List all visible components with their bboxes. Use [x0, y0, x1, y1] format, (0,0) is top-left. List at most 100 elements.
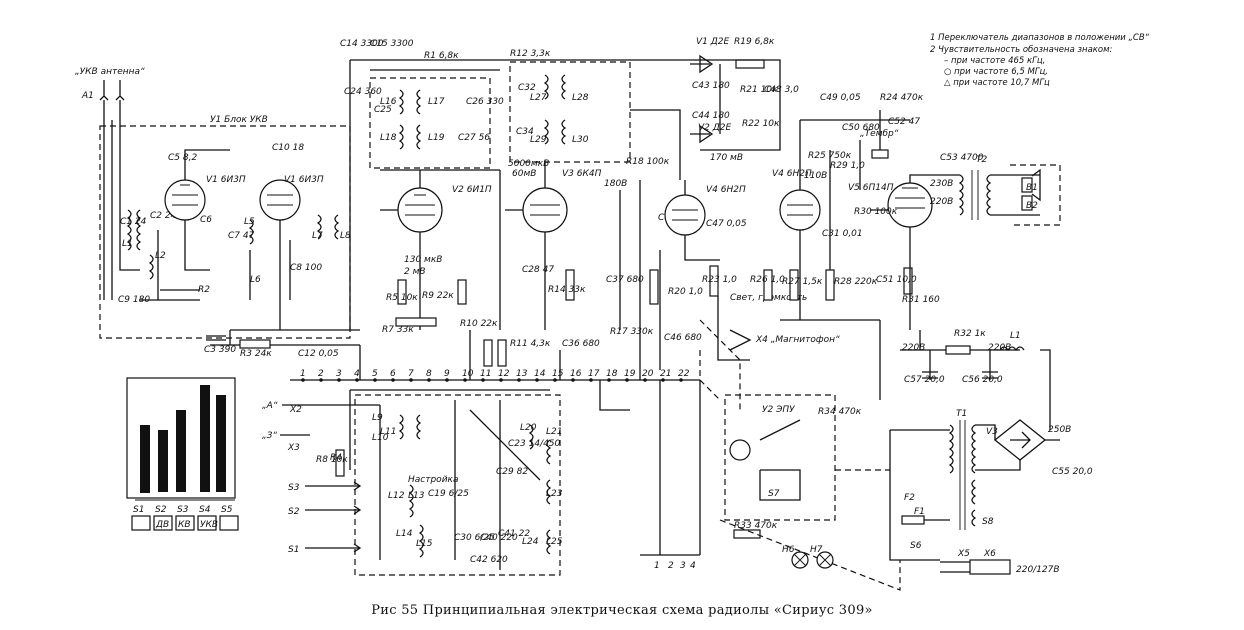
c42-label: C42 620 — [470, 555, 508, 565]
f2-label: F2 — [904, 493, 915, 503]
c14-label: C14 3300 — [340, 39, 384, 49]
l24-label: L24 — [522, 537, 539, 547]
r32-label: R32 1к — [954, 329, 986, 339]
r21-label: R21 10к — [740, 85, 778, 95]
c26-label: C26 330 — [466, 97, 504, 107]
switch-button-s4[interactable] — [197, 515, 217, 531]
l14-label: L14 — [396, 529, 413, 539]
terminal-dot-22 — [679, 378, 683, 382]
v5-label: V5 6П14П — [848, 183, 894, 193]
r11-label: R11 4,3к — [510, 339, 551, 349]
r28-label: R28 220к — [834, 277, 878, 287]
l9-label: L9 — [372, 413, 383, 423]
c8-label: C8 100 — [290, 263, 322, 273]
l21-label: L21 — [546, 427, 562, 437]
r19-label: R19 6,8к — [734, 37, 775, 47]
switch-button-s2[interactable] — [153, 515, 173, 531]
output-transformer: C53 4700 Т2 В1 В2 — [940, 153, 1061, 226]
terminal-6: 6 — [390, 369, 396, 379]
r31-label: R31 160 — [902, 295, 940, 305]
r14-label: R14 33к — [548, 285, 586, 295]
v-230a-label: 230В — [930, 179, 953, 189]
r34-label: R34 470к — [818, 407, 862, 417]
c34-label: C34 — [516, 127, 534, 137]
v-180-label: 180В — [604, 179, 627, 189]
r3-label: R3 24к — [240, 349, 272, 359]
terminal-15: 15 — [552, 369, 564, 379]
switch-label-s1: S1 — [133, 505, 144, 515]
c48-label: C48 3,0 — [764, 85, 799, 95]
s8-label: S8 — [982, 517, 994, 527]
switch-band-s2: ДВ — [155, 520, 169, 530]
l23-label: L23 — [546, 489, 563, 499]
r9-label: R9 22к — [422, 291, 454, 301]
x2-label: Х2 — [289, 405, 302, 415]
switch-button-s3[interactable] — [175, 515, 195, 531]
c51-label: C51 10,0 — [876, 275, 917, 285]
ukv-input-circuit: C1 24 L1 C2 24 L2 C9 180 — [118, 209, 200, 305]
l15-label: L15 — [416, 539, 433, 549]
terminal-dot-5 — [373, 378, 377, 382]
switch-button-s1[interactable] — [131, 515, 151, 531]
band-coils: L9 L10 L11 L12 L13 L14 L15 Настройка C19… — [354, 394, 563, 576]
v2-label: V2 6И1П — [452, 185, 492, 195]
switch-label-s3: S3 — [177, 505, 189, 515]
y2-label: У2 ЭПУ — [762, 405, 795, 415]
c3-label: C3 390 — [204, 345, 236, 355]
c44-label: C44 180 — [692, 111, 730, 121]
t2-label: Т2 — [976, 155, 987, 165]
l10-label: L10 — [372, 433, 389, 443]
figure-caption: Рис 55 Принципиальная электрическая схем… — [371, 603, 873, 618]
terminal-dot-15 — [553, 378, 557, 382]
s1-arrow-label: S1 — [288, 545, 299, 555]
f1-label: F1 — [914, 507, 925, 517]
l28-label: L28 — [572, 93, 589, 103]
terminal-10: 10 — [462, 369, 474, 379]
volume-section: R23 1,0 Свет, громкость C47 0,05 Х4 „Маг… — [699, 219, 840, 410]
c52-label: C52 47 — [888, 117, 920, 127]
a1-label: А1 — [81, 91, 94, 101]
bottom-terminal-4: 4 — [690, 561, 696, 571]
c40-label: C40 220 — [480, 533, 518, 543]
tube-v1-ukv: C5 8,2 V1 6И3П C6 C7 47 R2 — [164, 149, 255, 295]
c37-label: C37 680 — [606, 275, 644, 285]
x6-label: Х6 — [983, 549, 996, 559]
terminal-dot-7 — [409, 378, 413, 382]
terminal-16: 16 — [570, 369, 582, 379]
l12-label: L12 — [388, 491, 405, 501]
note-line-2: 2 Чувствительность обозначена знаком: — [930, 45, 1113, 55]
power-filter: R32 1к L1 220В 220В C57 20,0 C56 20,0 — [900, 329, 1051, 430]
r7-label: R7 33к — [382, 325, 414, 335]
terminal-1: 1 — [300, 369, 306, 379]
c29-label: C29 82 — [496, 467, 528, 477]
r17-label: R17 330к — [610, 327, 654, 337]
switch-button-s5[interactable] — [219, 515, 239, 531]
l17-label: L17 — [428, 97, 445, 107]
terminal-dot-11 — [481, 378, 485, 382]
nastroika-label: Настройка — [408, 475, 459, 485]
c1-label: C1 24 — [120, 217, 147, 227]
x3-label: Х3 — [287, 443, 300, 453]
tube-v4-second: V4 6Н2П 110В R26 1,0 R27 1,5к R28 220к C… — [750, 150, 880, 321]
c6-label: C6 — [200, 215, 212, 225]
a-input-label: „А“ — [262, 401, 278, 411]
terminal-dot-8 — [427, 378, 431, 382]
mains-plug: Х5 Х6 220/127В — [940, 549, 1060, 575]
terminal-11: 11 — [480, 369, 491, 379]
l11-label: L11 — [380, 427, 396, 437]
v-220b-label: 220В — [902, 343, 925, 353]
bus-lines — [359, 320, 921, 555]
l5-label: L5 — [244, 217, 255, 227]
sens-c-label: 130 мкВ — [404, 255, 442, 265]
v1-6n3p-label: V1 6И3П — [284, 175, 324, 185]
c10-label: C10 18 — [272, 143, 304, 153]
v2-diode-label: V2 Д2Е — [698, 123, 732, 133]
terminal-12: 12 — [498, 369, 510, 379]
terminal-dot-2 — [319, 378, 323, 382]
bottom-terminals: 1 2 3 4 — [599, 380, 700, 571]
terminal-17: 17 — [588, 369, 600, 379]
c53-label: C53 4700 — [940, 153, 984, 163]
h7-label: Н7 — [810, 545, 823, 555]
c43-label: C43 180 — [692, 81, 730, 91]
